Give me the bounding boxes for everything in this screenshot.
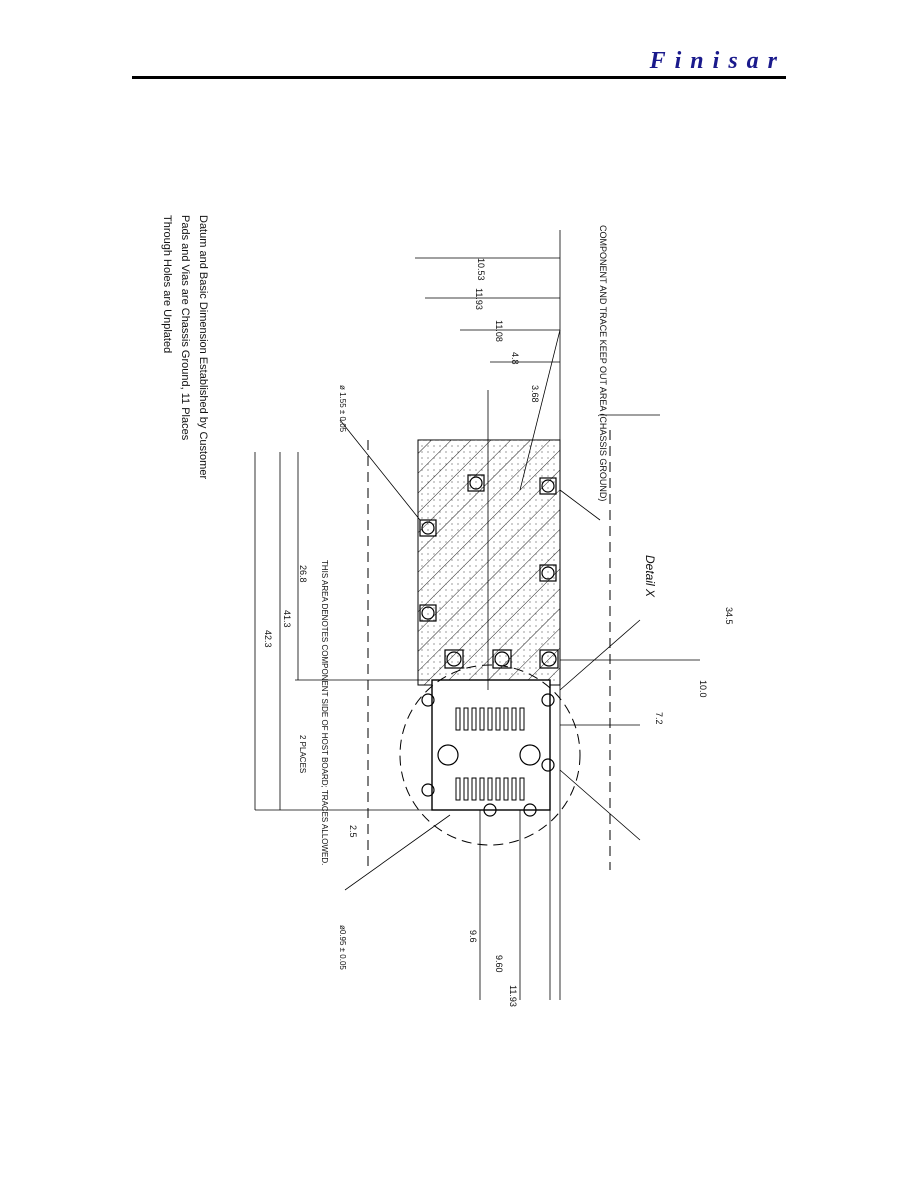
pad-tolerance: ø0.95 ± 0.05 <box>338 925 347 970</box>
dim-9: 42.3 <box>263 630 273 648</box>
dashed-outline <box>367 430 611 870</box>
dim-7: 26.8 <box>298 565 308 583</box>
dim-3: 11.08 <box>494 320 504 342</box>
note-2: Pads and Vias are Chassis Ground, 11 Pla… <box>179 215 191 441</box>
dotted-area <box>418 440 560 685</box>
dim-8: 41.3 <box>282 610 292 628</box>
dim-1: 10.53 <box>476 258 486 281</box>
dim-10: 7.2 <box>654 712 664 725</box>
vias <box>419 474 559 817</box>
detail-x-label: Detail X <box>643 555 657 598</box>
via-tolerance: ø 1.55 ± 0.05 <box>338 385 347 433</box>
dim-6: 3.68 <box>530 385 540 403</box>
dim-11: 34.5 <box>724 607 734 625</box>
note-3: Through Holes are Unplated <box>161 215 173 353</box>
pad-row-bottom <box>455 777 525 801</box>
leaders <box>339 329 641 891</box>
dim-13: 2.5 <box>348 825 358 838</box>
pad-row-top <box>455 707 525 731</box>
dim-14: 9.60 <box>494 955 504 973</box>
dim-4: 4.8 <box>510 352 520 365</box>
dim-5: 9.6 <box>468 930 478 943</box>
keep-out-callout: COMPONENT AND TRACE KEEP OUT AREA (CHASS… <box>598 225 608 501</box>
dim-2: 11.93 <box>474 288 484 310</box>
dim-15: 11.93 <box>508 985 518 1007</box>
dim-12: 10.0 <box>698 680 708 698</box>
pad-area-callout: THIS AREA DENOTES COMPONENT SIDE OF HOST… <box>320 560 329 865</box>
finisar-logo: Finisar <box>649 48 786 74</box>
note-1: Datum and Basic Dimension Established by… <box>197 215 209 479</box>
dimension-lines <box>254 230 700 1000</box>
header-rule <box>132 76 786 79</box>
places-label: 2 PLACES <box>298 735 307 773</box>
